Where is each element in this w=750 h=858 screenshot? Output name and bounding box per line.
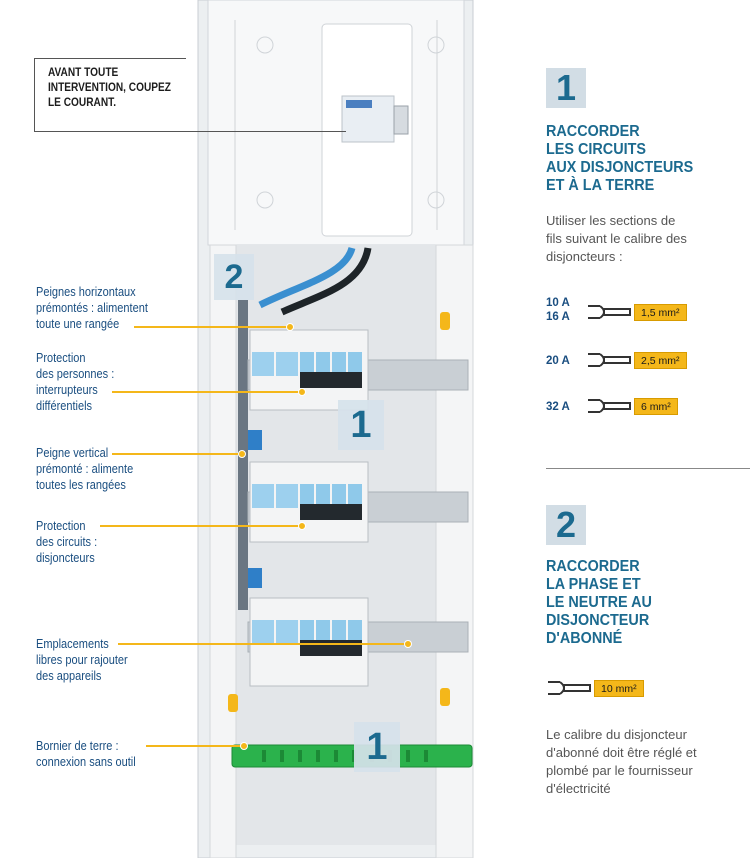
blue-cable [258,246,356,309]
callout-emplacements-libres: Emplacements libres pour rajouter des ap… [36,637,128,683]
marker-terre: 1 [354,722,400,772]
rating-label-32: 32 A [546,401,570,413]
marker-rangee: 1 [338,400,384,450]
warning-box [34,58,186,132]
breaker-row-1 [249,329,369,411]
marker-phase-neutre: 2 [214,254,254,300]
section-badge-1-5: 1,5 mm² [634,304,687,321]
main-breaker-toggle [393,105,409,135]
callout-bornier-terre: Bornier de terre : connexion sans outil [36,739,136,769]
main-breaker-label [346,100,372,108]
comb-connector-1 [248,430,262,450]
leader-peigne-vertical [112,453,240,455]
wire-icon [548,681,591,695]
wire-icon [588,305,631,319]
section-badge-6: 6 mm² [634,398,678,415]
step-1-number: 1 [546,68,586,108]
leader-dot-emplacements-libres [404,640,412,648]
section-badge-2-5: 2,5 mm² [634,352,687,369]
warning-leader-line [186,131,346,132]
warning-text: AVANT TOUTE INTERVENTION, COUPEZ LE COUR… [48,67,171,109]
leader-bornier-terre [146,745,242,747]
section-divider [546,468,750,469]
callout-protection-personnes: Protection des personnes : interrupteurs… [36,351,115,413]
leader-emplacements-libres [118,643,406,645]
leader-dot-bornier-terre [240,742,248,750]
callout-peigne-vertical: Peigne vertical prémonté : alimente tout… [36,446,134,492]
step-2-title: RACCORDER LA PHASE ET LE NEUTRE AU DISJO… [546,558,652,647]
breaker-row-3 [249,597,369,687]
callout-peignes-horizontaux: Peignes horizontaux prémontés : alimente… [36,285,148,331]
leader-dot-protection-circuits [298,522,306,530]
wire-icon [588,353,631,367]
step-2-body: Le calibre du disjoncteur d'abonné doit … [546,727,697,796]
leader-dot-peignes-horizontaux [286,323,294,331]
step-1-title: RACCORDER LES CIRCUITS AUX DISJONCTEURS … [546,123,694,194]
cover-ribs [234,20,445,230]
yellow-screws [228,312,450,712]
leader-protection-circuits [100,525,300,527]
comb-connector-2 [248,568,262,588]
breaker-row-2 [249,461,369,543]
section-badge-10: 10 mm² [594,680,644,697]
wire-icon [588,399,631,413]
leader-dot-protection-personnes [298,388,306,396]
leader-protection-personnes [112,391,300,393]
step-1-body: Utiliser les sections de fils suivant le… [546,213,687,264]
black-cable [280,247,372,316]
leader-dot-peigne-vertical [238,450,246,458]
rating-label-10-16: 10 A 16 A [546,297,570,323]
step-2-number: 2 [546,505,586,545]
rating-label-20: 20 A [546,355,570,367]
leader-peignes-horizontaux [134,326,288,328]
callout-protection-circuits: Protection des circuits : disjoncteurs [36,519,98,565]
